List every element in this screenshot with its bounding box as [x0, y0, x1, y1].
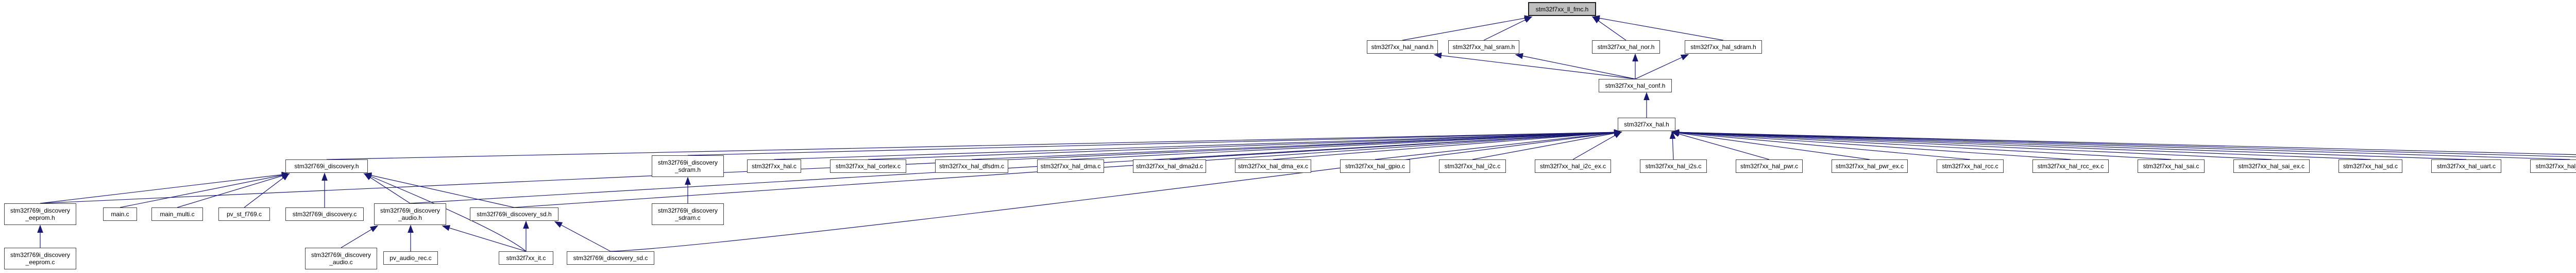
edge-audioh-to-hal: [410, 129, 1622, 204]
edge-dsdc-to-sdh: [554, 221, 611, 252]
edge-itc-to-disc: [363, 173, 527, 252]
graph-node-sdh[interactable]: stm32f769i_discovery_sd.h: [470, 207, 558, 221]
graph-node-cortex[interactable]: stm32f7xx_hal_cortex.c: [830, 159, 906, 173]
edge-llsdmmc-to-hal: [1671, 129, 2576, 155]
edge-pwrex-to-hal: [1671, 130, 1870, 160]
graph-node-pwrex[interactable]: stm32f7xx_hal_pwr_ex.c: [1832, 159, 1908, 173]
graph-node-halsd[interactable]: stm32f7xx_hal_sd.c: [2338, 159, 2402, 173]
edge-i2s-to-hal: [1669, 131, 1676, 160]
graph-node-dsdc[interactable]: stm32f769i_discovery_sd.c: [567, 251, 654, 265]
graph-node-conf[interactable]: stm32f7xx_hal_conf.h: [1599, 79, 1672, 92]
graph-node-dsdramh[interactable]: stm32f769i_discovery _sdram.h: [652, 155, 724, 177]
graph-node-pvst[interactable]: pv_st_f769.c: [218, 207, 270, 221]
graph-node-discc[interactable]: stm32f769i_discovery.c: [285, 207, 364, 221]
edge-nor-to-root: [1591, 16, 1626, 41]
graph-node-pwr[interactable]: stm32f7xx_hal_pwr.c: [1736, 159, 1803, 173]
edge-i2cex-to-hal: [1572, 131, 1622, 160]
edge-llfmcc-to-hal: [1671, 129, 2576, 157]
graph-node-dma[interactable]: stm32f7xx_hal_dma.c: [1037, 159, 1104, 173]
graph-node-eepromh[interactable]: stm32f769i_discovery _eeprom.h: [4, 203, 76, 225]
graph-node-nand[interactable]: stm32f7xx_hal_nand.h: [1367, 40, 1438, 54]
edge-uartex-to-hal: [1671, 129, 2570, 160]
edge-halsd-to-hal: [1671, 129, 2371, 160]
graph-node-dfsdm[interactable]: stm32f7xx_hal_dfsdm.c: [935, 159, 1008, 173]
graph-node-itc[interactable]: stm32f7xx_it.c: [499, 251, 553, 265]
edge-audioc-to-audioh: [341, 225, 379, 248]
graph-node-hal[interactable]: stm32f7xx_hal.h: [1618, 118, 1675, 131]
edge-pvst-to-disc: [244, 173, 290, 208]
graph-node-uartex[interactable]: stm32f7xx_hal_uart_ex.c: [2530, 159, 2576, 173]
graph-node-root: stm32f7xx_ll_fmc.h: [1528, 2, 1596, 16]
graph-node-uart[interactable]: stm32f7xx_hal_uart.c: [2431, 159, 2501, 173]
edge-sram-to-root: [1483, 16, 1533, 41]
graph-node-disc[interactable]: stm32f769i_discovery.h: [285, 159, 368, 173]
edge-conf-to-sdramh: [1635, 54, 1689, 79]
graph-node-sai[interactable]: stm32f7xx_hal_sai.c: [2138, 159, 2205, 173]
edge-dmaex-to-hal: [1273, 130, 1622, 160]
edge-dma2d-to-hal: [1169, 129, 1622, 160]
graph-node-i2s[interactable]: stm32f7xx_hal_i2s.c: [1640, 159, 1707, 173]
edge-sai-to-hal: [1671, 129, 2172, 160]
graph-node-mainc[interactable]: main.c: [103, 207, 137, 221]
edge-cortex-to-hal: [868, 129, 1622, 160]
graph-node-dmaex[interactable]: stm32f7xx_hal_dma_ex.c: [1235, 159, 1311, 173]
edge-sdh-to-disc: [363, 172, 515, 208]
edge-i2c-to-hal: [1472, 130, 1622, 160]
edge-saiex-to-hal: [1671, 129, 2272, 160]
edge-dfsdm-to-hal: [971, 129, 1622, 160]
graph-node-sram[interactable]: stm32f7xx_hal_sram.h: [1448, 40, 1519, 54]
graph-node-dma2d[interactable]: stm32f7xx_hal_dma2d.c: [1133, 159, 1206, 173]
graph-node-nor[interactable]: stm32f7xx_hal_nor.h: [1592, 40, 1660, 54]
graph-node-audioc[interactable]: stm32f769i_discovery _audio.c: [305, 248, 377, 269]
edge-disc-to-hal: [326, 129, 1622, 160]
edge-dsdramh-to-hal: [687, 129, 1622, 156]
graph-node-audioh[interactable]: stm32f769i_discovery _audio.h: [374, 203, 446, 225]
graph-node-halc[interactable]: stm32f7xx_hal.c: [747, 159, 801, 173]
edge-sdramh-to-root: [1591, 15, 1724, 41]
edge-mainmulti-to-disc: [177, 173, 290, 208]
edge-eepromh-to-disc: [40, 171, 290, 204]
graph-node-i2cex[interactable]: stm32f7xx_hal_i2c_ex.c: [1535, 159, 1611, 173]
edge-rcc-to-hal: [1671, 130, 1971, 160]
edge-rccex-to-hal: [1671, 130, 2071, 160]
edge-mainc-to-disc: [120, 172, 290, 208]
graph-node-rcc[interactable]: stm32f7xx_hal_rcc.c: [1937, 159, 2004, 173]
graph-node-rccex[interactable]: stm32f7xx_hal_rcc_ex.c: [2032, 159, 2109, 173]
edge-uart-to-hal: [1671, 129, 2467, 160]
edge-conf-to-nand: [1433, 52, 1636, 79]
graph-node-eepromc[interactable]: stm32f769i_discovery _eeprom.c: [4, 248, 76, 269]
graph-node-saiex[interactable]: stm32f7xx_hal_sai_ex.c: [2233, 159, 2310, 173]
graph-node-mainmulti[interactable]: main_multi.c: [151, 207, 203, 221]
graph-node-pvaudio[interactable]: pv_audio_rec.c: [383, 251, 438, 265]
edge-pwr-to-hal: [1671, 131, 1770, 160]
graph-node-i2c[interactable]: stm32f7xx_hal_i2c.c: [1439, 159, 1506, 173]
edge-halc-to-hal: [774, 129, 1622, 160]
edge-dma-to-hal: [1070, 129, 1622, 160]
graph-node-gpio[interactable]: stm32f7xx_hal_gpio.c: [1340, 159, 1410, 173]
edge-conf-to-sram: [1515, 53, 1636, 79]
graph-node-sdramc[interactable]: stm32f769i_discovery _sdram.c: [652, 203, 724, 225]
edge-nand-to-root: [1402, 15, 1533, 41]
edge-audioh-to-disc: [363, 173, 411, 204]
edge-gpio-to-hal: [1375, 130, 1622, 160]
edge-itc-to-audioh: [442, 225, 527, 252]
graph-node-sdramh[interactable]: stm32f7xx_hal_sdram.h: [1685, 40, 1762, 54]
